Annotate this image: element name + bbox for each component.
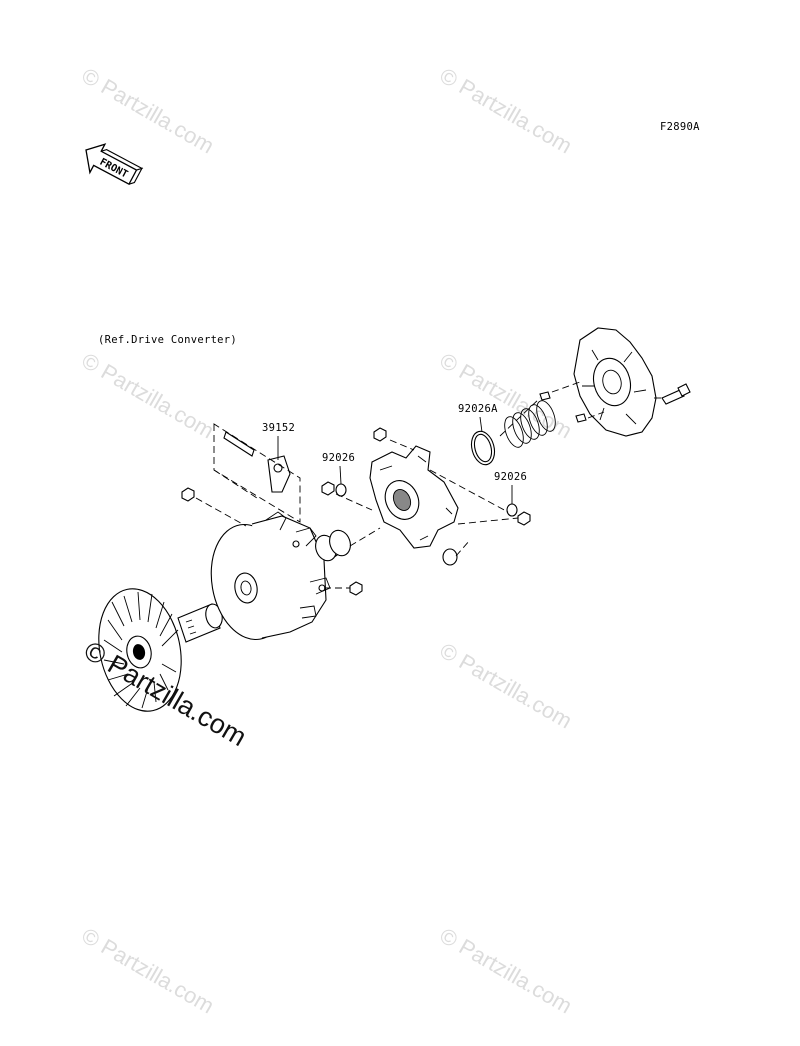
- nut-part: [181, 427, 531, 596]
- watermark: © Partzilla.com: [436, 63, 577, 159]
- watermark: © Partzilla.com: [436, 348, 577, 444]
- callout-92026-left: 92026: [322, 452, 355, 485]
- watermark: © Partzilla.com: [436, 923, 577, 1019]
- watermark: © Partzilla.com: [78, 348, 219, 444]
- watermark: © Partzilla.com: [78, 923, 219, 1019]
- callout-label: 92026: [494, 471, 527, 483]
- front-arrow-icon: FRONT: [85, 143, 144, 186]
- cover-part: [539, 327, 691, 437]
- fixed-sheave-part: [98, 588, 223, 712]
- movable-sheave-part: [210, 511, 331, 641]
- watermark: © Partzilla.com: [78, 63, 219, 159]
- callout-label: 39152: [262, 422, 295, 434]
- weight-arm-part: [213, 423, 301, 523]
- callout-label: 92026: [322, 452, 355, 464]
- bushing-part: [315, 529, 351, 562]
- watermark: © Partzilla.com: [436, 638, 577, 734]
- pin-part: [335, 483, 518, 566]
- callout-92026-right: 92026: [494, 471, 527, 504]
- figure-code: F2890A: [660, 121, 700, 133]
- callout-label: 92026A: [458, 403, 498, 415]
- callout-92026A: 92026A: [458, 403, 498, 433]
- callout-39152: 39152: [262, 422, 295, 460]
- assembly-lines: [195, 381, 662, 589]
- spider-part: [369, 445, 459, 549]
- o-ring-part: [470, 430, 496, 466]
- reference-note: (Ref.Drive Converter): [98, 334, 237, 346]
